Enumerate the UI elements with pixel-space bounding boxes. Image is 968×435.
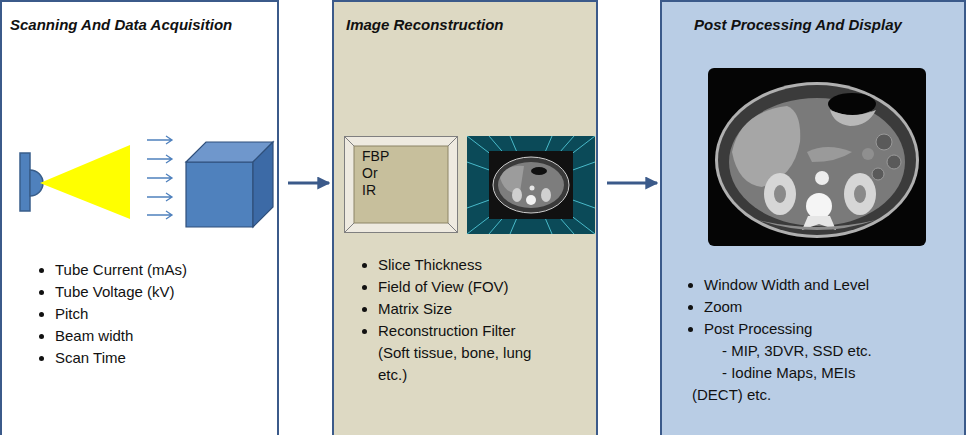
flow-arrow: [288, 182, 329, 185]
tube-housing: [20, 153, 30, 211]
panel-title: Post Processing And Display: [694, 16, 902, 33]
ct-body: [715, 82, 919, 238]
bullet-list: Slice ThicknessField of View (FOV)Matrix…: [364, 254, 550, 386]
panel-title: Scanning And Data Acquisition: [10, 16, 232, 33]
ray-arrows: [147, 136, 172, 219]
recon-rays: [467, 136, 595, 234]
bullet-item: Slice Thickness: [378, 254, 550, 276]
bullet-item: Beam width: [55, 325, 275, 347]
sub-bullet-item: - Iodine Maps, MEIs (DECT) etc.: [692, 362, 882, 406]
bullet-list: Tube Current (mAs)Tube Voltage (kV)Pitch…: [41, 259, 275, 369]
stage-panel: Post Processing And DisplayWindow Width …: [660, 0, 966, 435]
title-holder: Scanning And Data Acquisition: [10, 16, 232, 34]
scanner-illustration: [2, 2, 277, 242]
bullet-list: Window Width and LevelZoomPost Processin…: [680, 274, 882, 406]
stage-panel: Scanning And Data AcquisitionTube Curren…: [0, 0, 279, 435]
method-box: FBP Or IR: [344, 136, 458, 233]
panel-title: Image Reconstruction: [346, 16, 504, 33]
bullet-item: Pitch: [55, 303, 275, 325]
bullet-item: Window Width and Level: [704, 274, 882, 296]
bullet-item: Tube Voltage (kV): [55, 281, 275, 303]
bullet-item: Matrix Size: [378, 298, 550, 320]
bullet-item: Reconstruction Filter (Soft tissue, bone…: [378, 320, 550, 386]
title-holder: Post Processing And Display: [694, 16, 902, 34]
title-holder: Image Reconstruction: [346, 16, 504, 34]
bullet-item: Post Processing: [704, 318, 882, 340]
flow-arrow: [607, 182, 657, 185]
object-cube: [186, 142, 273, 227]
sub-bullet-item: - MIP, 3DVR, SSD etc.: [692, 340, 882, 362]
bullet-item: Tube Current (mAs): [55, 259, 275, 281]
ct-background: [708, 68, 926, 246]
recon-background: [467, 136, 595, 234]
bullet-item: Zoom: [704, 296, 882, 318]
recon-ct-slice: [489, 151, 573, 219]
ct-image-illustration: [662, 2, 964, 252]
method-label: FBP Or IR: [362, 148, 389, 199]
method-frame: [344, 136, 458, 233]
bullet-item: Field of View (FOV): [378, 276, 550, 298]
stage-panel: FBP Or IR Image ReconstructionSlice Thick…: [332, 0, 598, 435]
bullet-item: Scan Time: [55, 347, 275, 369]
xray-beam: [40, 145, 130, 219]
